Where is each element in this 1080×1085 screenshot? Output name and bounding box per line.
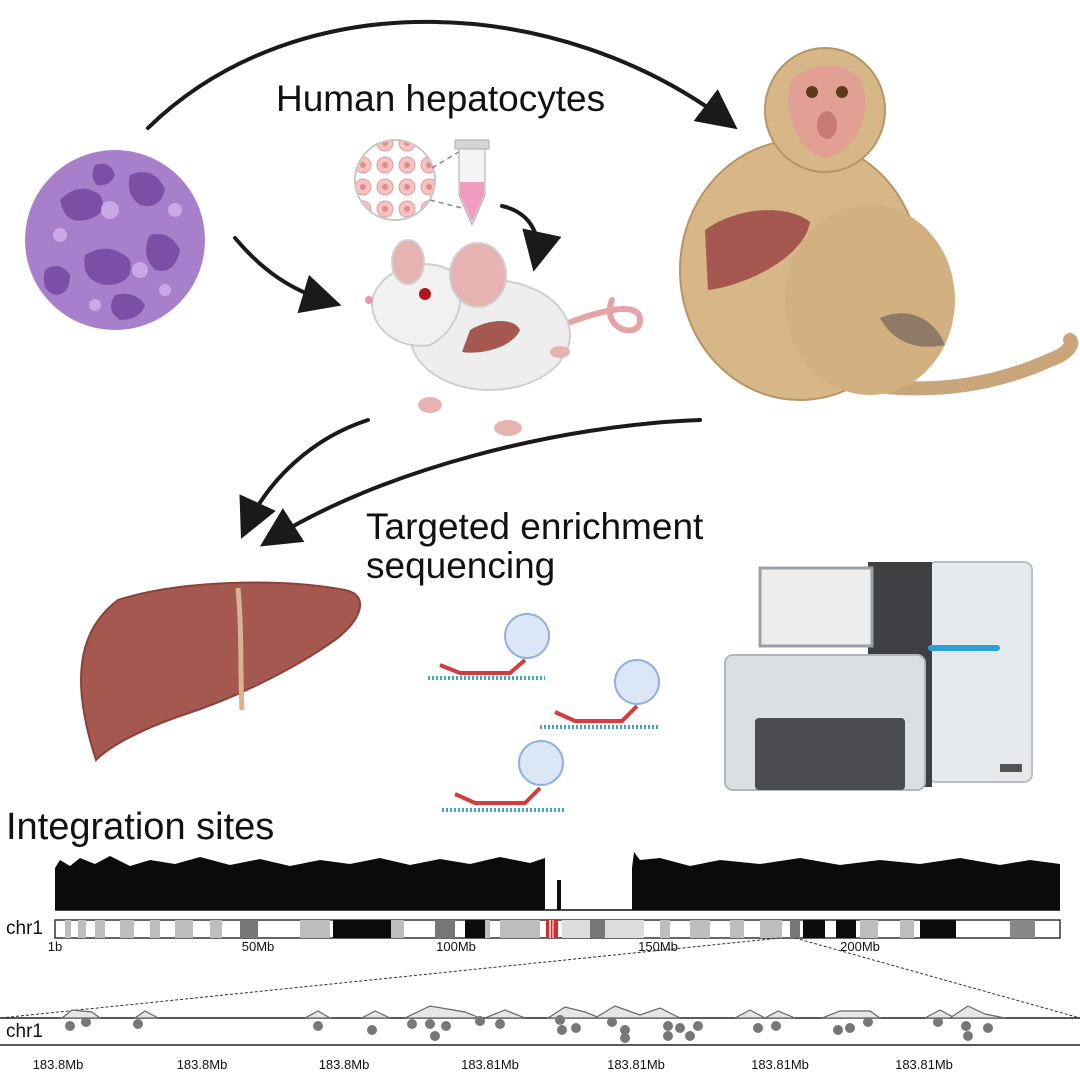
zoom-tick-label: 183.81Mb: [461, 1057, 519, 1072]
arrow-mouse-to-liver: [239, 418, 370, 539]
zoom-connector: [0, 937, 1080, 1019]
mouse-icon: [365, 239, 644, 436]
sequencer-icon: [724, 561, 1033, 791]
sample-tube-icon: [454, 139, 490, 227]
genome-tick-label: 200Mb: [840, 939, 880, 954]
targeted-enrichment-line: Targeted enrichment: [366, 506, 704, 547]
zoom-tick-label: 183.81Mb: [895, 1057, 953, 1072]
probe-1: [428, 613, 550, 680]
probe-2: [540, 659, 660, 729]
genome-tick-label: 1b: [47, 939, 63, 954]
arrow-virus-to-mouse: [233, 236, 342, 314]
targeted-enrichment-label: Targeted enrichment sequencing: [366, 506, 704, 586]
coverage-histogram: [55, 852, 1060, 911]
zoom-tick-label: 183.81Mb: [607, 1057, 665, 1072]
zoom-tick-label: 183.8Mb: [318, 1057, 370, 1072]
genome-chromosome-label: chr1: [6, 918, 43, 939]
sequencing-line: sequencing: [366, 544, 556, 586]
zoom-tick-label: 183.8Mb: [176, 1057, 228, 1072]
chromosome-ideogram: [54, 919, 1061, 939]
zoom-chromosome-label: chr1: [6, 1021, 43, 1042]
hepatocyte-cells-icon: [354, 139, 463, 221]
zoom-track: [0, 1005, 1080, 1046]
aav-capsid-icon: [25, 150, 205, 330]
human-hepatocytes-label: Human hepatocytes: [276, 78, 606, 119]
arrow-virus-to-monkey: [146, 19, 738, 130]
monkey-icon: [679, 47, 1079, 401]
genome-tick-label: 100Mb: [436, 939, 476, 954]
genome-tick-label: 150Mb: [638, 939, 678, 954]
arrow-monkey-to-liver: [259, 418, 702, 547]
integration-sites-title: Integration sites: [6, 806, 275, 848]
genome-tick-label: 50Mb: [241, 939, 275, 954]
workflow-arrows: [146, 19, 738, 547]
capture-probes-icon: [428, 613, 660, 812]
probe-3: [442, 740, 565, 812]
liver-icon: [80, 581, 362, 762]
arrow-tube-to-mouse: [500, 204, 562, 272]
zoom-tick-label: 183.81Mb: [751, 1057, 809, 1072]
zoom-tick-label: 183.8Mb: [32, 1057, 84, 1072]
